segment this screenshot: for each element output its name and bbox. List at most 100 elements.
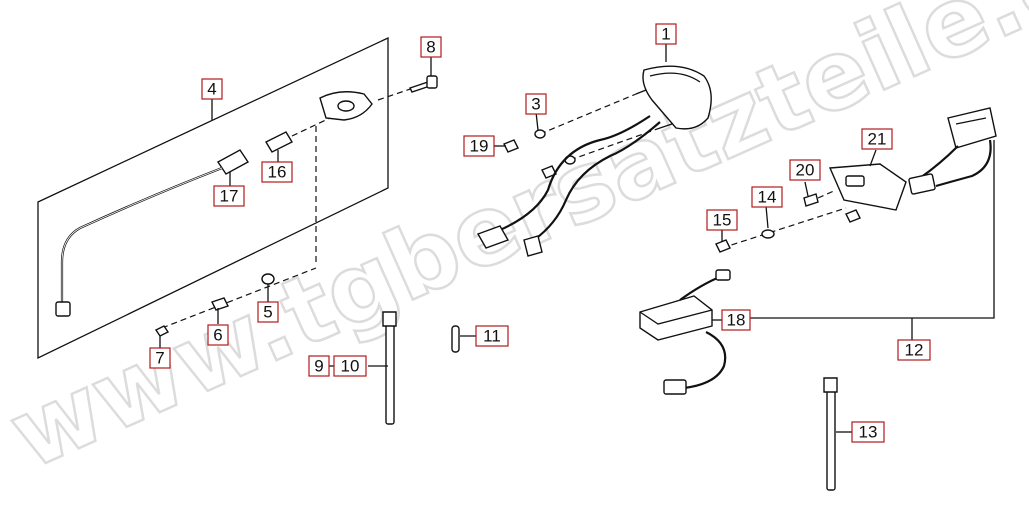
cable-tie-13 <box>826 385 836 491</box>
svg-text:9: 9 <box>314 357 323 376</box>
cable-ties-group <box>382 311 838 491</box>
harness-wire-a <box>499 115 651 232</box>
svg-text:20: 20 <box>796 161 815 180</box>
callout-20: 20 <box>789 159 821 181</box>
callout-4: 4 <box>201 78 223 100</box>
assembly-4-group <box>37 36 438 360</box>
callout-5: 5 <box>257 301 279 323</box>
bracket-slot <box>845 175 865 187</box>
leader-12 <box>750 140 995 319</box>
socket-17 <box>216 149 250 175</box>
svg-text:8: 8 <box>426 38 435 57</box>
module-connector-bottom <box>663 379 687 395</box>
nut-15 <box>715 239 731 253</box>
stud-guide-upper <box>539 93 637 135</box>
svg-text:6: 6 <box>213 326 222 345</box>
nut-7 <box>154 325 170 337</box>
callout-8: 8 <box>420 36 442 58</box>
harness-connector-b <box>523 235 543 257</box>
indicator-group <box>639 107 997 395</box>
callout-15: 15 <box>706 209 738 231</box>
nut-19b <box>541 165 557 179</box>
svg-text:14: 14 <box>758 188 777 207</box>
washer-3 <box>534 129 546 139</box>
callout-16: 16 <box>261 161 293 183</box>
callout-17: 17 <box>213 185 245 207</box>
callout-11: 11 <box>475 325 509 347</box>
svg-text:19: 19 <box>470 137 489 156</box>
callout-1: 1 <box>655 23 677 45</box>
leader-14 <box>765 205 769 229</box>
callout-12: 12 <box>897 339 931 361</box>
svg-text:12: 12 <box>905 341 924 360</box>
tail-light-lens-line <box>649 72 701 83</box>
callout-21: 21 <box>861 128 893 150</box>
svg-text:1: 1 <box>661 25 670 44</box>
svg-text:4: 4 <box>207 80 216 99</box>
callout-9: 9 <box>308 355 330 377</box>
clip-11 <box>451 325 460 353</box>
callout-14: 14 <box>751 186 783 208</box>
lamp-connector <box>55 301 71 317</box>
svg-text:7: 7 <box>155 349 164 368</box>
svg-text:21: 21 <box>868 130 887 149</box>
tail-light-1 <box>642 65 712 130</box>
svg-text:10: 10 <box>341 357 360 376</box>
nut-6 <box>211 297 229 311</box>
screw-20b <box>845 209 861 223</box>
screw-20-guide <box>817 189 837 199</box>
indicator-connector <box>908 173 936 195</box>
harness-wire-b <box>533 121 661 241</box>
svg-text:16: 16 <box>268 163 287 182</box>
stud-lower <box>659 123 673 129</box>
assembly-4-frame <box>37 36 389 360</box>
screw-20 <box>803 193 819 207</box>
callout-3: 3 <box>525 93 547 115</box>
svg-text:17: 17 <box>220 187 239 206</box>
tail-light-group <box>476 65 712 257</box>
indicator-wire <box>919 145 959 179</box>
callout-13: 13 <box>851 421 885 443</box>
svg-text:18: 18 <box>727 311 746 330</box>
indicator-lamp <box>947 107 997 149</box>
bulb-16 <box>265 131 293 153</box>
bolt-8-head <box>426 75 438 89</box>
leader-20 <box>804 181 809 197</box>
module-wire-bottom <box>683 331 727 390</box>
indicator-wire-b <box>935 139 992 188</box>
cable-tie-13-head <box>823 377 838 393</box>
indicator-lens-line <box>955 117 987 125</box>
nut-15-guide <box>721 207 847 249</box>
svg-text:5: 5 <box>263 303 272 322</box>
stud-guide-lower <box>569 127 661 161</box>
stud-upper <box>635 89 647 95</box>
lamp-wire-inner <box>61 167 223 302</box>
lamp-lens <box>337 100 355 112</box>
bracket-21 <box>828 163 907 211</box>
cable-tie-10 <box>385 317 395 425</box>
washer-14 <box>761 229 775 239</box>
svg-text:11: 11 <box>483 327 501 346</box>
bulb-guide <box>291 117 331 137</box>
cable-tie-10-head <box>382 311 397 327</box>
watermark-text: www.tgbersatzteile.de <box>0 0 1029 492</box>
module-connector-top <box>715 269 731 281</box>
harness-connector-a <box>476 225 510 249</box>
svg-text:3: 3 <box>531 95 540 114</box>
module-18 <box>639 295 713 341</box>
callout-10: 10 <box>333 355 367 377</box>
svg-text:15: 15 <box>713 211 732 230</box>
callout-18: 18 <box>721 309 751 331</box>
mount-guide-diagonal <box>161 267 317 329</box>
leader-3 <box>535 111 539 131</box>
callout-19: 19 <box>463 135 495 157</box>
leader-21 <box>869 149 877 167</box>
nut-19 <box>503 139 519 153</box>
svg-text:13: 13 <box>859 423 878 442</box>
module-edge <box>639 309 713 325</box>
washer-5 <box>261 273 275 285</box>
callout-6: 6 <box>207 324 229 346</box>
lamp-wire <box>60 166 223 302</box>
callout-7: 7 <box>149 347 171 369</box>
